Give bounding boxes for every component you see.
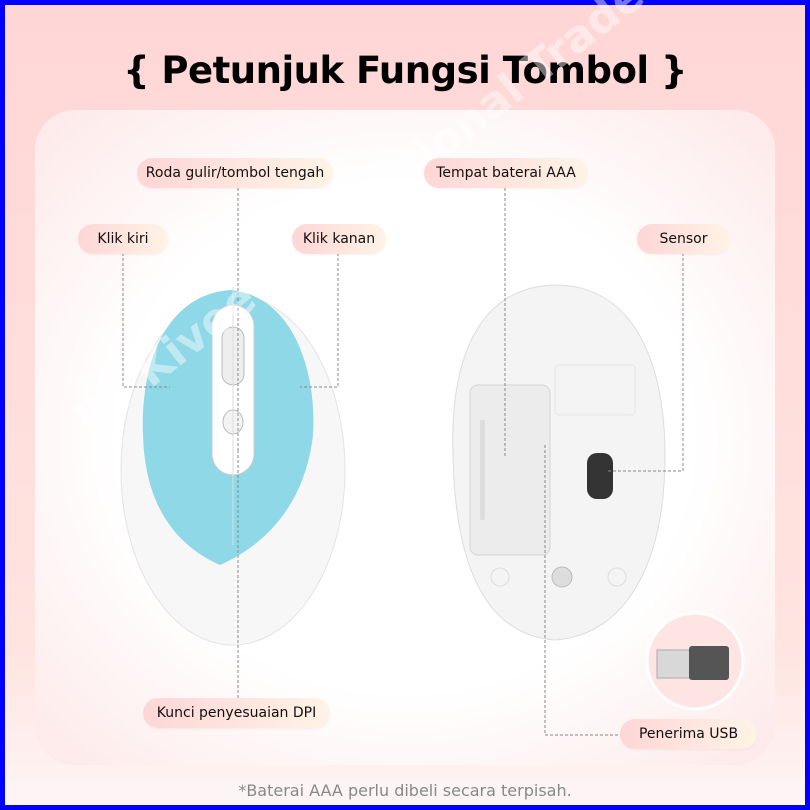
leader-lines bbox=[122, 188, 684, 736]
label-scroll-wheel: Roda gulir/tombol tengah bbox=[137, 158, 333, 188]
mouse-bottom-view bbox=[452, 284, 666, 641]
mouse-top-view bbox=[120, 287, 346, 646]
illustration bbox=[120, 188, 745, 736]
label-sensor: Sensor bbox=[637, 224, 730, 254]
usb-receiver-image bbox=[645, 611, 745, 711]
sensor bbox=[587, 453, 613, 499]
label-left-click: Klik kiri bbox=[78, 224, 168, 254]
label-dpi: Kunci penyesuaian DPI bbox=[143, 698, 330, 728]
label-battery: Tempat baterai AAA bbox=[424, 158, 588, 188]
label-usb-receiver: Penerima USB bbox=[620, 719, 757, 749]
footer-note: *Baterai AAA perlu dibeli secara terpisa… bbox=[5, 781, 805, 805]
label-right-click: Klik kanan bbox=[292, 224, 386, 254]
page-title: { Petunjuk Fungsi Tombol } bbox=[123, 49, 687, 92]
battery-cover bbox=[469, 384, 551, 556]
